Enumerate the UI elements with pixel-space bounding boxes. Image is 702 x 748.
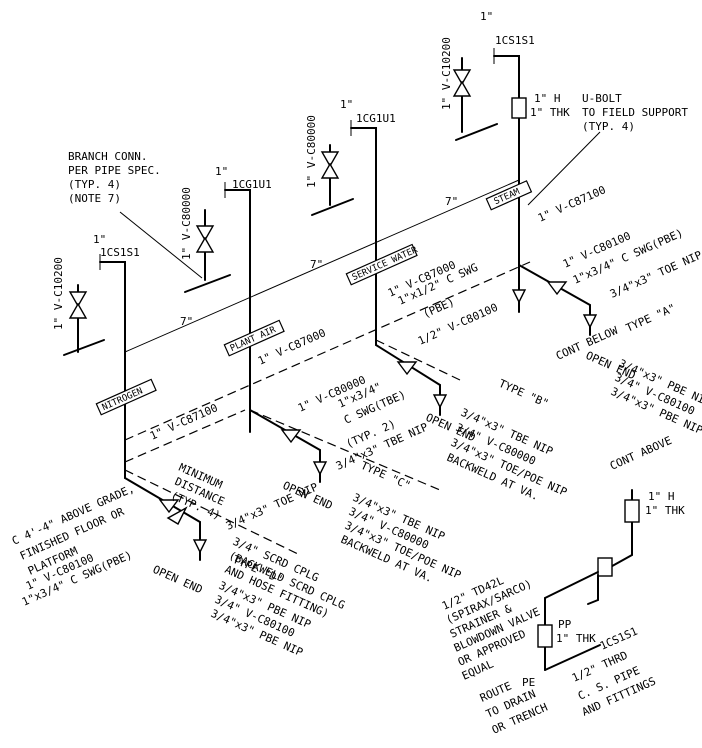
top-tag-steam-spec: 1CS1S1 <box>495 34 535 47</box>
top-tag-water-spec: 1CG1U1 <box>356 112 396 125</box>
top-tag-air-spec: 1CG1U1 <box>232 178 272 191</box>
dim-7-c: 7" <box>445 195 458 208</box>
type-b-swg-2: (PBE) <box>421 295 457 320</box>
top-tag-water-size: 1" <box>340 98 353 111</box>
type-a-title: TYPE "A" <box>624 301 678 334</box>
ubolt-3: (TYP. 4) <box>582 120 635 133</box>
dim-7-a: 7" <box>180 315 193 328</box>
trap-insul-1: 1" H <box>648 490 675 503</box>
ubolt-2: TO FIELD SUPPORT <box>582 106 688 119</box>
dim-7-b: 7" <box>310 258 323 271</box>
branch-conn-4: (NOTE 7) <box>68 192 121 205</box>
top-tag-steam-size: 1" <box>480 10 493 23</box>
top-valve-water: 1" V-C80000 <box>305 115 318 188</box>
trap-pe: PE <box>522 676 535 689</box>
trap-cont-above: CONT ABOVE <box>608 434 674 473</box>
type-b-title: TYPE "B" <box>497 377 551 410</box>
branch-conn-2: PER PIPE SPEC. <box>68 164 161 177</box>
lower-branches <box>124 264 598 561</box>
top-tag-air-size: 1" <box>215 165 228 178</box>
steam-trap-assembly <box>537 489 640 671</box>
insul-top-1: 1" H <box>534 92 561 105</box>
top-valve-n2: 1" V-C10200 <box>52 257 65 330</box>
top-valve-branches <box>63 57 527 356</box>
top-caps <box>99 48 520 279</box>
type-c-title: TYPE "C" <box>359 459 413 492</box>
type-d-open-end: OPEN END <box>151 563 205 596</box>
insul-top-2: 1" THK <box>530 106 570 119</box>
trap-insul-2: 1" THK <box>645 504 685 517</box>
branch-conn-1: BRANCH CONN. <box>68 150 147 163</box>
top-tag-n2-size: 1" <box>93 233 106 246</box>
leaders <box>119 131 601 279</box>
top-valve-air: 1" V-C80000 <box>180 187 193 260</box>
top-tag-n2-spec: 1CS1S1 <box>100 246 140 259</box>
line-steam: 1" V-C87100 <box>536 183 608 225</box>
type-d-nip-1: 3/4"x3" TOE NIP <box>224 480 320 532</box>
trap-pp-2: 1" THK <box>556 632 596 645</box>
trap-pp-1: PP <box>558 618 572 631</box>
top-valve-steam: 1" V-C10200 <box>440 37 453 110</box>
trap-spec: 1CS1S1 <box>598 625 640 653</box>
ubolt-1: U-BOLT <box>582 92 622 105</box>
header-tags: NITROGEN PLANT AIR SERVICE WATER STEAM <box>95 180 533 416</box>
branch-conn-3: (TYP. 4) <box>68 178 121 191</box>
dashed-frame <box>124 261 531 556</box>
dimension-lines <box>124 174 520 358</box>
